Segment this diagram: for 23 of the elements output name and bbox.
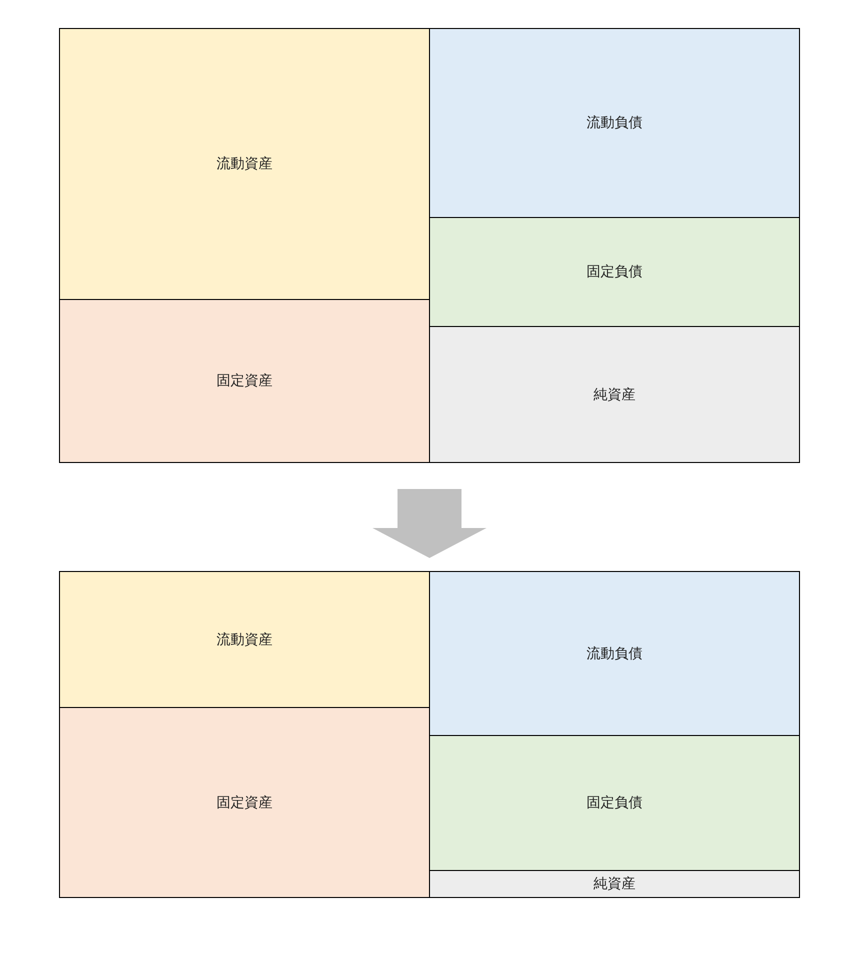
section-label: 固定資産 [216, 372, 272, 390]
section-label: 流動資産 [216, 630, 272, 648]
block-arrow [372, 489, 486, 558]
section-label: 流動負債 [586, 114, 642, 132]
section-label: 固定資産 [216, 794, 272, 812]
balance-sheet-section [59, 707, 430, 898]
section-label: 固定負債 [586, 263, 642, 281]
section-label: 純資産 [594, 875, 636, 893]
balance-sheet-section [59, 571, 430, 708]
section-label: 純資産 [594, 386, 636, 404]
balance-sheet-section [59, 28, 430, 300]
section-label: 流動負債 [586, 644, 642, 662]
balance-sheet-section [429, 735, 800, 871]
section-label: 固定負債 [586, 794, 642, 812]
balance-sheet-section [59, 299, 430, 463]
balance-sheet-section [429, 571, 800, 736]
balance-sheet-frame [59, 571, 800, 898]
balance-sheet-section [429, 326, 800, 463]
balance-sheet-section [429, 870, 800, 898]
balance-sheet-section [429, 28, 800, 218]
section-label: 流動資産 [216, 155, 272, 173]
balance-sheet-section [429, 217, 800, 327]
balance-sheet-frame [59, 28, 800, 463]
